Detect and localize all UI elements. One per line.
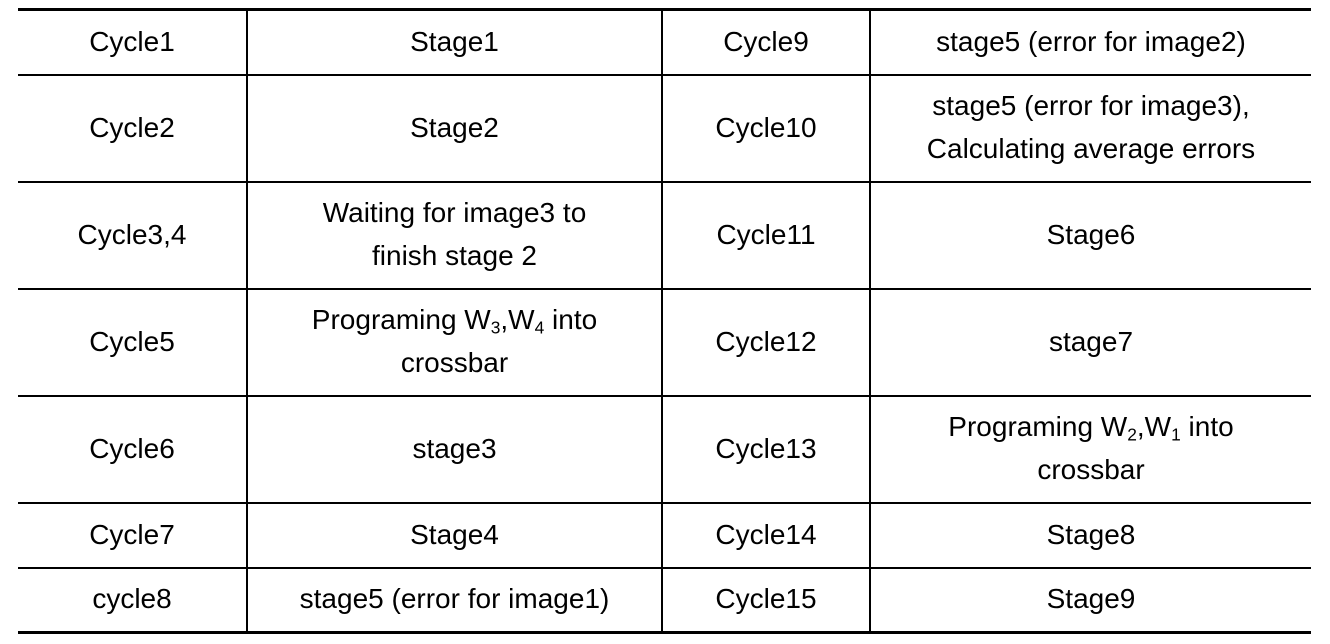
stage-cell: stage3 xyxy=(246,394,663,504)
table-row: Cycle3,4 Waiting for image3 to finish st… xyxy=(18,180,1311,290)
stage-cell: stage7 xyxy=(869,287,1311,397)
cycle-cell: Cycle9 xyxy=(661,8,871,76)
stage-text: stage5 (error for image1) xyxy=(299,583,610,615)
programming-prefix: Programing W xyxy=(311,304,491,336)
weight-subscript: 2 xyxy=(1127,424,1137,445)
stage-cell: stage5 (error for image2) xyxy=(869,8,1311,76)
stage-text-line: Calculating average errors xyxy=(926,133,1256,164)
table-row: Cycle1 Stage1 Cycle9 stage5 (error for i… xyxy=(18,8,1311,76)
weight-subscript: 4 xyxy=(534,317,545,338)
programming-prefix: Programing W xyxy=(948,411,1128,443)
cycle-cell: Cycle10 xyxy=(661,73,871,183)
weight-subscript: 3 xyxy=(490,317,501,338)
programming-suffix: into xyxy=(544,304,598,336)
weight-subscript: 1 xyxy=(1171,424,1181,445)
stage-cell: Stage4 xyxy=(246,501,663,569)
cycle-cell: Cycle6 xyxy=(18,394,248,504)
stage-text: Stage4 xyxy=(410,518,499,550)
stage-cell: Stage9 xyxy=(869,566,1311,634)
table-row: Cycle2 Stage2 Cycle10 stage5 (error for … xyxy=(18,73,1311,183)
stage-cell: stage5 (error for image3), Calculating a… xyxy=(869,73,1311,183)
programming-text-line: Programing W2,W1 into xyxy=(877,406,1305,449)
stage-text: Stage9 xyxy=(1046,583,1136,615)
stage-cell: Stage8 xyxy=(869,501,1311,569)
stage-text: Stage6 xyxy=(1046,218,1136,250)
cycle-cell: Cycle1 xyxy=(18,8,248,76)
stage-text: stage5 (error for image2) xyxy=(936,25,1246,57)
cycle-cell: Cycle2 xyxy=(18,73,248,183)
cycle-stage-table: Cycle1 Stage1 Cycle9 stage5 (error for i… xyxy=(18,8,1311,634)
cycle-cell: cycle8 xyxy=(18,566,248,634)
programming-text-line: Programing W3,W4 into xyxy=(254,299,655,342)
stage-cell: Stage1 xyxy=(246,8,663,76)
table-row: Cycle7 Stage4 Cycle14 Stage8 xyxy=(18,501,1311,569)
stage-cell: Waiting for image3 to finish stage 2 xyxy=(246,180,663,290)
table-row: Cycle5 Programing W3,W4 into crossbar Cy… xyxy=(18,287,1311,397)
stage-cell: stage5 (error for image1) xyxy=(246,566,663,634)
cycle-cell: Cycle13 xyxy=(661,394,871,504)
stage-text-line: finish stage 2 xyxy=(372,240,537,271)
stage-text: stage3 xyxy=(412,432,497,464)
stage-text: Stage2 xyxy=(410,111,499,143)
stage-cell: Programing W3,W4 into crossbar xyxy=(246,287,663,397)
programming-separator: ,W xyxy=(1136,411,1172,443)
programming-text-line2: crossbar xyxy=(400,347,509,378)
stage-cell: Stage2 xyxy=(246,73,663,183)
stage-text-line: Waiting for image3 to xyxy=(322,197,587,229)
cycle-cell: Cycle12 xyxy=(661,287,871,397)
stage-cell: Programing W2,W1 into crossbar xyxy=(869,394,1311,504)
cycle-cell: Cycle5 xyxy=(18,287,248,397)
stage-text: Stage8 xyxy=(1046,518,1136,550)
cycle-cell: Cycle14 xyxy=(661,501,871,569)
stage-text-line: stage5 (error for image3), xyxy=(932,90,1250,122)
cycle-cell: Cycle11 xyxy=(661,180,871,290)
table-row: cycle8 stage5 (error for image1) Cycle15… xyxy=(18,566,1311,634)
cycle-cell: Cycle7 xyxy=(18,501,248,569)
programming-suffix: into xyxy=(1180,411,1234,443)
stage-text: Stage1 xyxy=(410,25,499,57)
table-row: Cycle6 stage3 Cycle13 Programing W2,W1 i… xyxy=(18,394,1311,504)
stage-text: stage7 xyxy=(1048,325,1134,357)
programming-separator: ,W xyxy=(500,304,535,336)
cycle-cell: Cycle15 xyxy=(661,566,871,634)
stage-cell: Stage6 xyxy=(869,180,1311,290)
programming-text-line2: crossbar xyxy=(1037,454,1145,485)
cycle-cell: Cycle3,4 xyxy=(18,180,248,290)
